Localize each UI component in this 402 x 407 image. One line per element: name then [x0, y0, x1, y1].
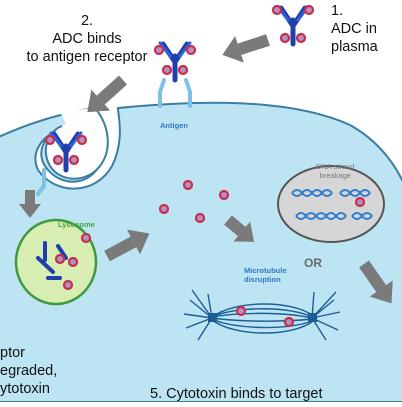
arrow-step1-to-2 — [222, 34, 270, 63]
lysosome-payload-2 — [62, 279, 74, 291]
step1-line1: ADC in — [331, 21, 377, 38]
step4-line2: egraded, — [0, 363, 58, 380]
free-payload-4 — [194, 212, 206, 224]
payload-on-microtubule-2 — [283, 316, 295, 328]
step2-label: 2. ADC binds to antigen receptor — [8, 12, 166, 66]
arrow-to-nucleus — [359, 260, 393, 304]
step2-line2: to antigen receptor — [26, 49, 148, 66]
dna-label: DNA strand breakage — [316, 162, 354, 181]
step4-line3: ytotoxin — [0, 381, 50, 398]
adc-in-plasma — [271, 6, 315, 44]
arrow-to-microtubule — [224, 215, 255, 242]
dna-label-line2: breakage — [319, 171, 351, 181]
payload-on-dna — [354, 196, 366, 208]
microtubule-label: Microtubule disruption — [244, 266, 287, 285]
step1-number: 1. — [331, 3, 344, 19]
arrow-lysosome-to-cytosol — [104, 229, 150, 262]
nucleus — [277, 165, 385, 243]
microtubule-label-line2: disruption — [244, 275, 281, 285]
or-label: OR — [304, 256, 322, 270]
antigen-receptor — [158, 78, 192, 108]
step4-label: ptor egraded, ytotoxin — [0, 344, 57, 398]
step5-label: 5. Cytotoxin binds to target — [150, 386, 323, 402]
step1-label: 1. ADC in plasma — [331, 2, 378, 56]
step4-line1: ptor — [0, 345, 25, 361]
mitotic-spindle — [183, 289, 341, 341]
antigen-label: Antigen — [160, 121, 188, 130]
step1-line2: plasma — [331, 39, 378, 56]
step2-number: 2. — [80, 13, 94, 29]
arrow-to-lysosome — [19, 190, 41, 218]
lysosome-label: Lysosome — [58, 220, 95, 229]
free-payload-2 — [218, 189, 230, 201]
lysosome-payload-1 — [67, 256, 79, 268]
arrow-step2-to-3 — [87, 75, 128, 113]
degraded-antibody — [36, 241, 68, 280]
payload-on-microtubule-1 — [235, 305, 247, 317]
dna-strands — [291, 189, 373, 220]
microtubule-label-line1: Microtubule — [244, 266, 287, 275]
free-payload-3 — [158, 203, 170, 215]
dna-label-line1: DNA strand — [316, 162, 355, 171]
free-payload-1 — [182, 179, 194, 191]
step2-line1: ADC binds — [52, 31, 122, 48]
